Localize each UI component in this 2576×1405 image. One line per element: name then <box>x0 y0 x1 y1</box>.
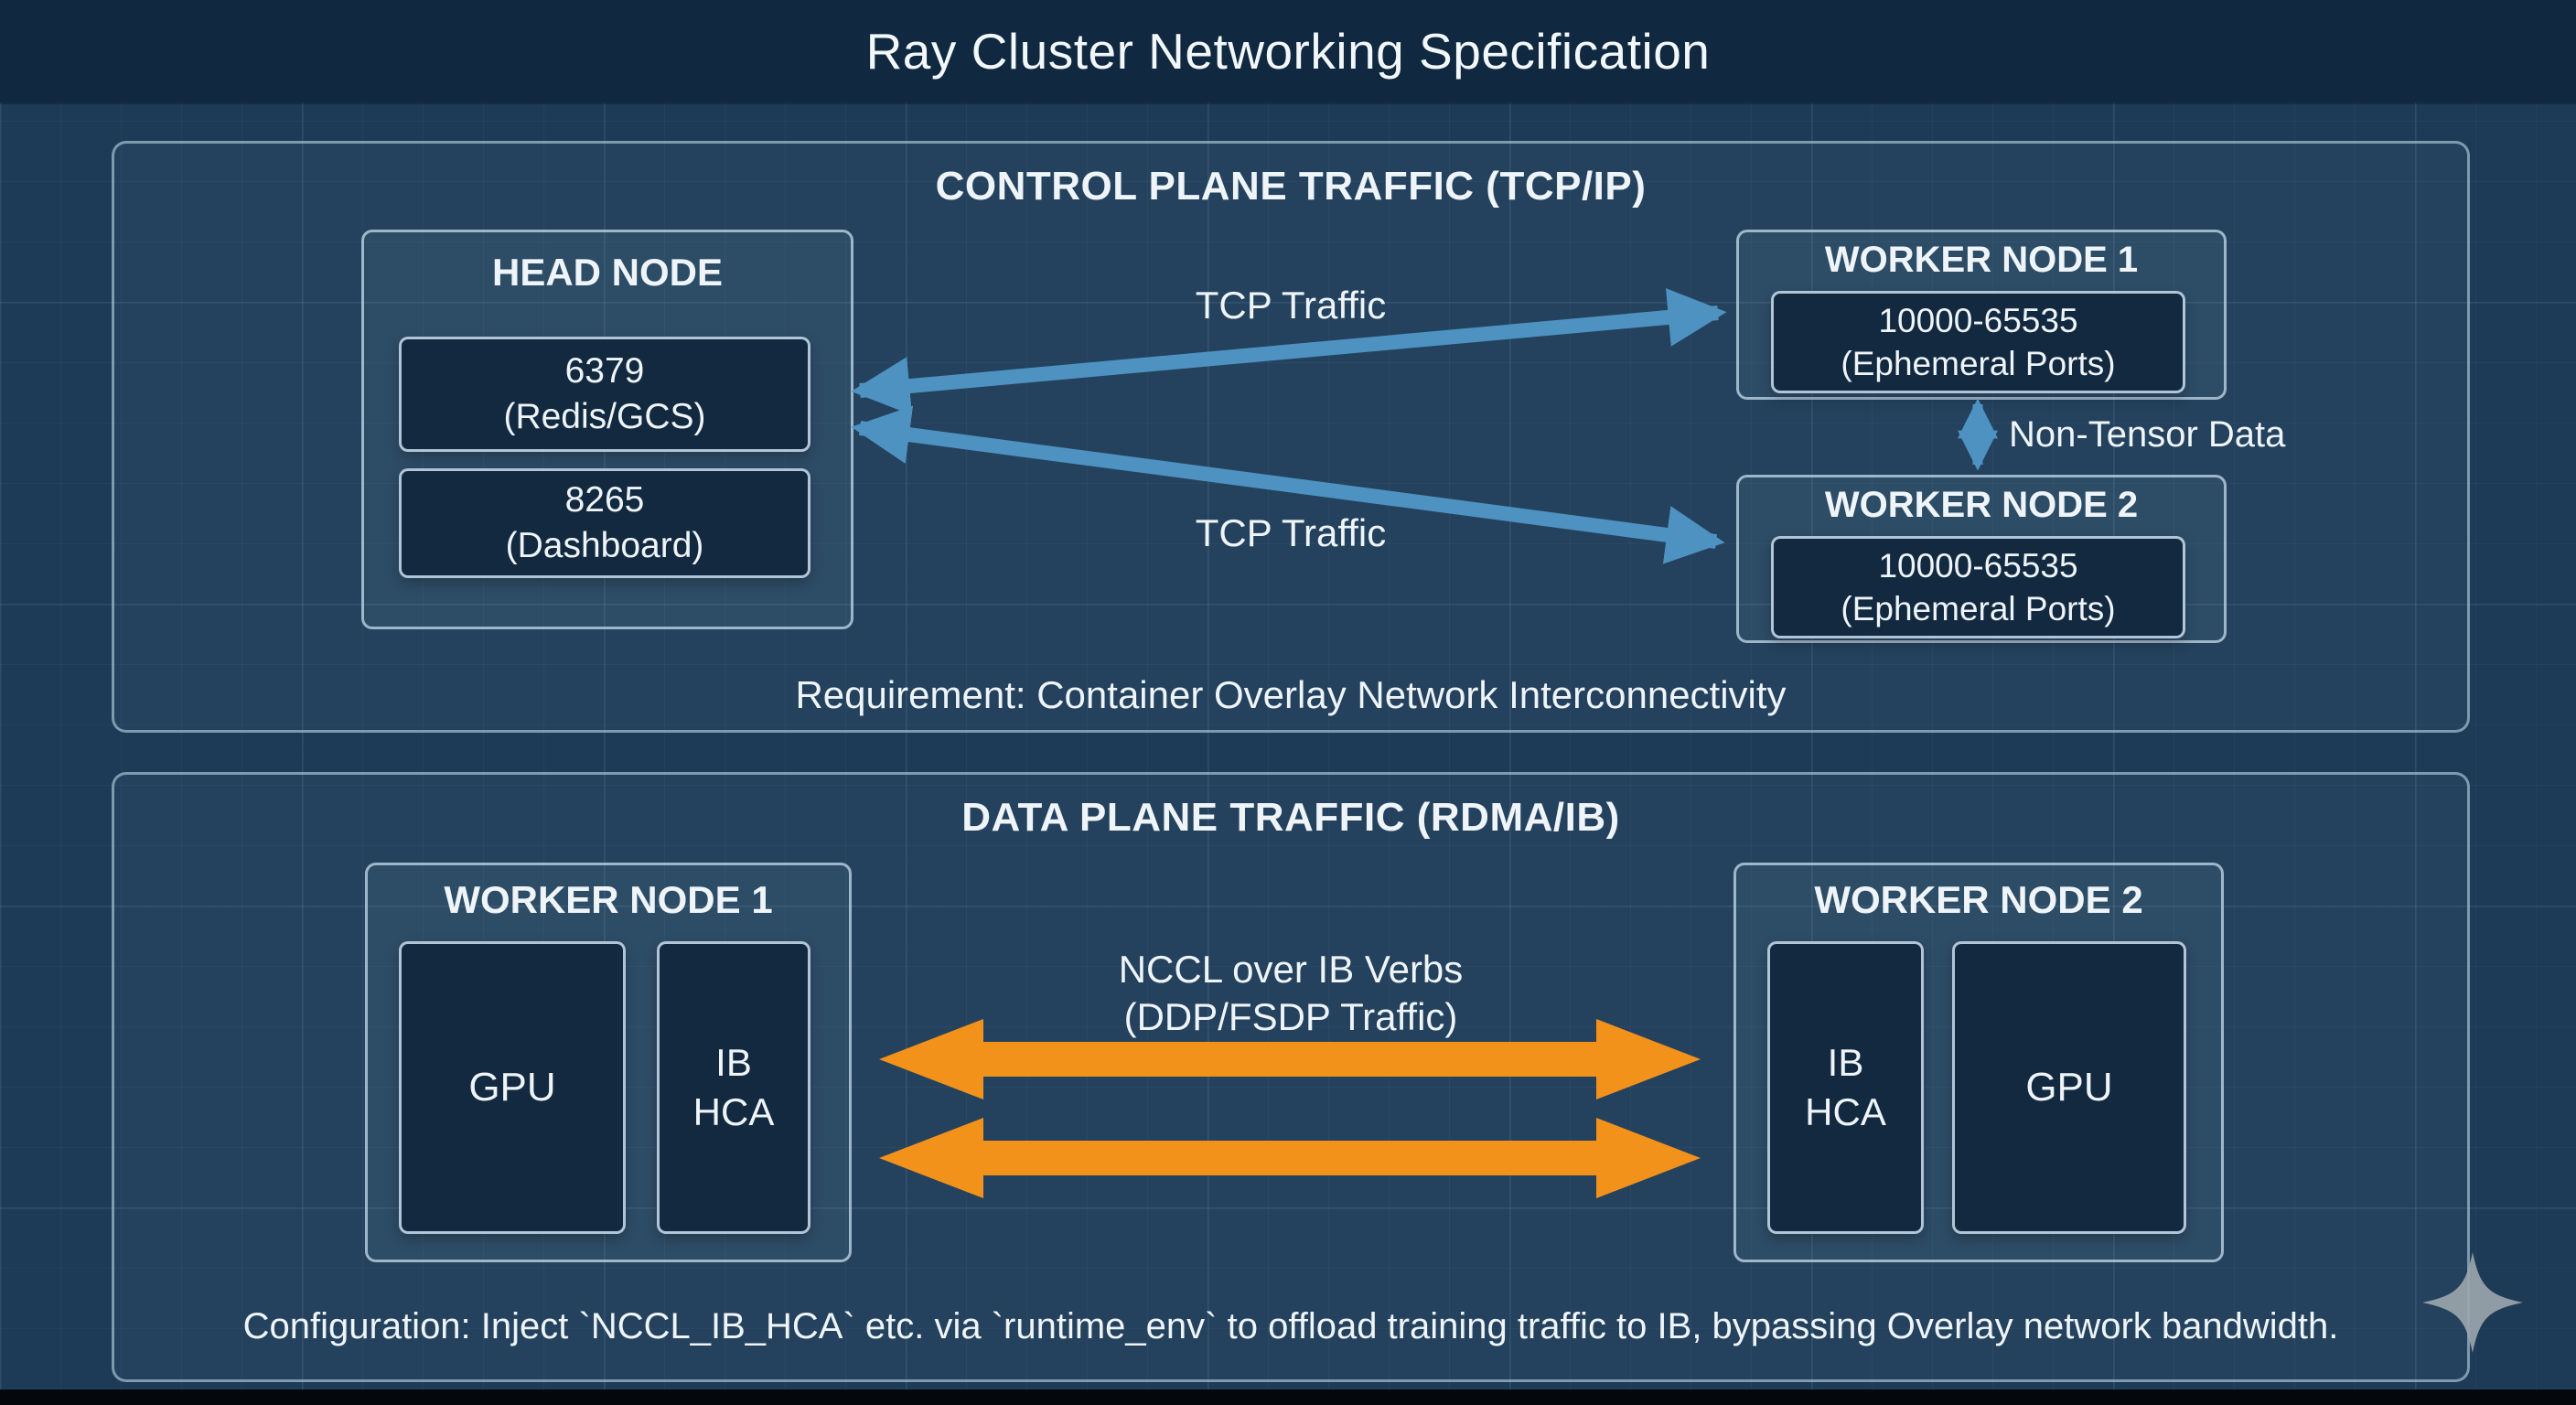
control-worker-node-2: WORKER NODE 2 10000-65535 (Ephemeral Por… <box>1736 475 2227 643</box>
hca-label-line2: HCA <box>1805 1090 1886 1133</box>
hca-label-line2: HCA <box>692 1090 775 1133</box>
head-node: HEAD NODE 6379 (Redis/GCS) 8265 (Dashboa… <box>361 230 853 629</box>
data-worker-node-2: WORKER NODE 2 IB HCA GPU <box>1733 863 2224 1262</box>
nccl-label: NCCL over IB Verbs (DDP/FSDP Traffic) <box>114 946 2467 1041</box>
bottom-edge-bar <box>0 1389 2576 1405</box>
port-desc: (Ephemeral Ports) <box>1841 345 2116 382</box>
data-plane-panel: DATA PLANE TRAFFIC (RDMA/IB) WORKER NODE… <box>112 772 2470 1382</box>
tcp-traffic-label-top: TCP Traffic <box>1195 284 1387 327</box>
control-plane-panel: CONTROL PLANE TRAFFIC (TCP/IP) HEAD NODE… <box>112 141 2470 733</box>
control-plane-title: CONTROL PLANE TRAFFIC (TCP/IP) <box>935 164 1647 209</box>
port-desc: (Ephemeral Ports) <box>1841 590 2116 627</box>
worker-node-1-label: WORKER NODE 1 <box>444 878 773 921</box>
gpu-label: GPU <box>468 1064 556 1110</box>
configuration-note: Configuration: Inject `NCCL_IB_HCA` etc.… <box>242 1306 2339 1346</box>
nccl-label-line2: (DDP/FSDP Traffic) <box>1123 995 1458 1039</box>
nccl-label-line1: NCCL over IB Verbs <box>1118 948 1464 991</box>
port-box-dashboard: 8265 (Dashboard) <box>399 468 810 578</box>
worker-node-2-label: WORKER NODE 2 <box>1824 485 2139 525</box>
ib-hca-box-1: IB HCA <box>657 941 810 1234</box>
title-bar: Ray Cluster Networking Specification <box>0 0 2576 102</box>
ib-hca-box-2: IB HCA <box>1767 941 1924 1234</box>
head-node-label: HEAD NODE <box>491 251 724 294</box>
data-plane-title: DATA PLANE TRAFFIC (RDMA/IB) <box>961 795 1620 840</box>
hca-label-line1: IB <box>1827 1041 1864 1085</box>
port-range: 10000-65535 <box>1878 546 2078 585</box>
page-title: Ray Cluster Networking Specification <box>865 23 1711 80</box>
port-number: 6379 <box>564 351 645 391</box>
requirement-note: Requirement: Container Overlay Network I… <box>795 673 1787 716</box>
data-worker-node-1: WORKER NODE 1 GPU IB HCA <box>365 863 852 1262</box>
gpu-box-1: GPU <box>399 941 626 1234</box>
gpu-label: GPU <box>2025 1064 2113 1110</box>
port-range: 10000-65535 <box>1878 301 2078 339</box>
control-worker-node-1: WORKER NODE 1 10000-65535 (Ephemeral Por… <box>1736 230 2227 400</box>
worker-node-1-label: WORKER NODE 1 <box>1824 240 2139 280</box>
port-box-ephemeral-2: 10000-65535 (Ephemeral Ports) <box>1771 536 2185 638</box>
port-desc: (Redis/GCS) <box>503 397 706 436</box>
hca-label-line1: IB <box>715 1041 752 1085</box>
port-desc: (Dashboard) <box>505 526 704 565</box>
port-box-redis-gcs: 6379 (Redis/GCS) <box>399 337 810 452</box>
worker-node-2-label: WORKER NODE 2 <box>1814 878 2143 921</box>
tcp-traffic-label-bottom: TCP Traffic <box>1195 511 1387 554</box>
port-box-ephemeral-1: 10000-65535 (Ephemeral Ports) <box>1771 291 2185 393</box>
gpu-box-2: GPU <box>1952 941 2186 1234</box>
non-tensor-data-label: Non-Tensor Data <box>2009 414 2286 455</box>
port-number: 8265 <box>564 480 645 520</box>
